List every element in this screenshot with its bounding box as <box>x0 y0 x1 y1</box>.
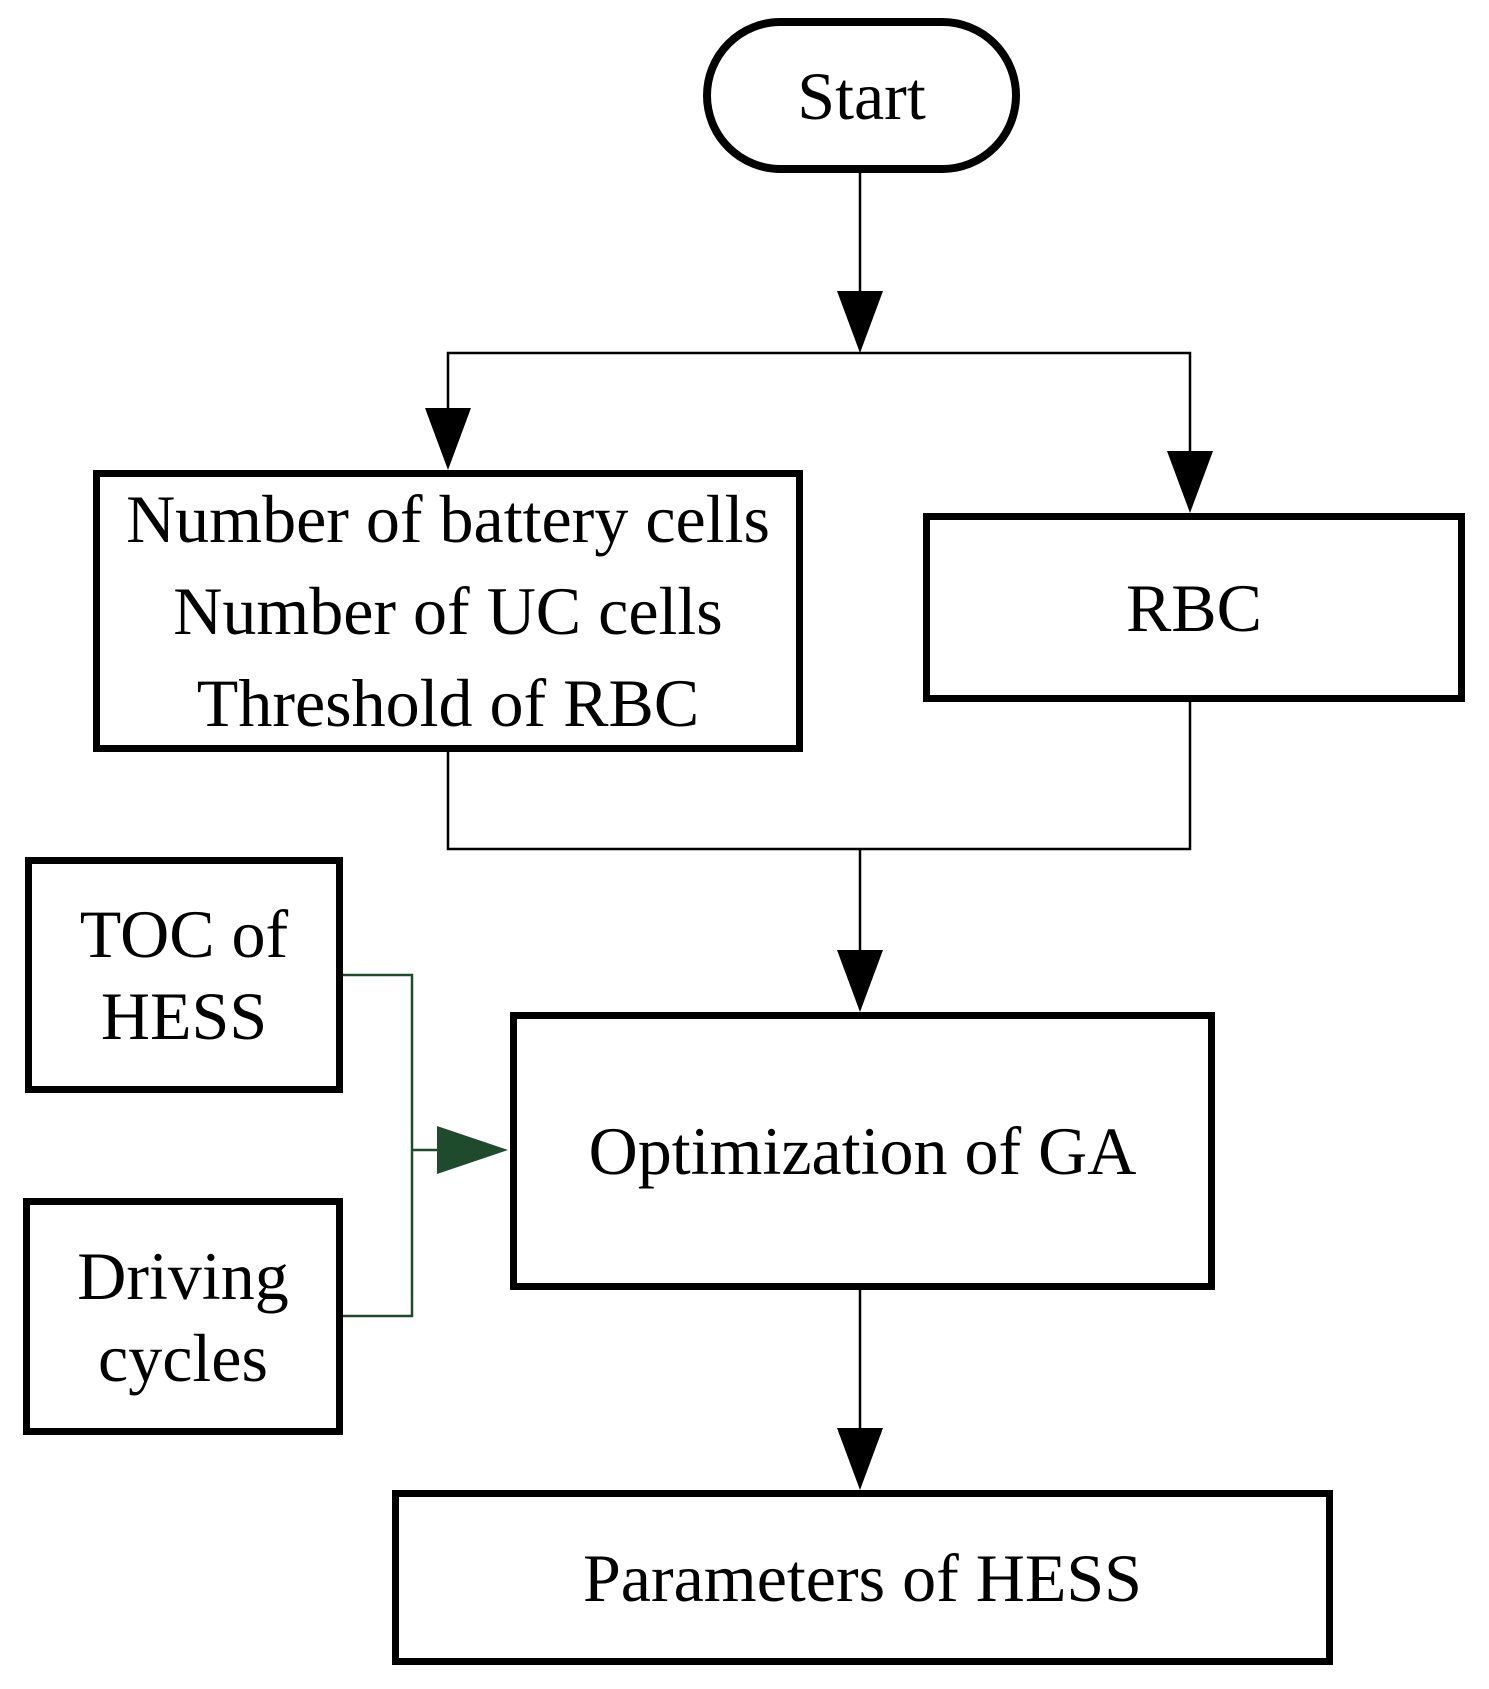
node-inputs-line-3: Threshold of RBC <box>196 665 700 741</box>
node-params-label: Parameters of HESS <box>582 1539 1142 1616</box>
node-inputs-line-2: Number of UC cells <box>173 573 723 649</box>
node-toc-line-2: HESS <box>100 978 268 1054</box>
arrowhead-rbc-down-icon <box>1167 451 1213 513</box>
edge-branch <box>446 351 1192 453</box>
arrowhead-green-right-icon <box>437 1126 508 1174</box>
node-inputs-line-1: Number of battery cells <box>126 481 770 557</box>
node-ga-label: Optimization of GA <box>588 1113 1137 1189</box>
node-driving-line-1: Driving <box>77 1237 289 1314</box>
node-start: Start <box>703 18 1020 173</box>
node-inputs: Number of battery cells Number of UC cel… <box>93 470 803 752</box>
bracket-green <box>343 973 414 1318</box>
node-toc-line-1: TOC of <box>79 896 289 972</box>
arrowhead-params-down-icon <box>837 1428 883 1490</box>
edge-merge <box>446 700 1192 851</box>
node-toc-of-hess: TOC of HESS <box>25 857 343 1093</box>
arrowhead-ga-down-icon <box>837 950 883 1012</box>
node-rbc: RBC <box>923 513 1465 702</box>
arrowhead-start-down-icon <box>837 291 883 353</box>
node-rbc-label: RBC <box>1125 569 1263 646</box>
node-parameters-of-hess: Parameters of HESS <box>392 1490 1333 1665</box>
node-driving-line-2: cycles <box>98 1319 268 1396</box>
node-optimization-of-ga: Optimization of GA <box>510 1012 1215 1290</box>
node-start-label: Start <box>797 57 926 134</box>
node-driving-cycles: Driving cycles <box>23 1198 343 1435</box>
arrowhead-inputs-down-icon <box>425 408 471 470</box>
